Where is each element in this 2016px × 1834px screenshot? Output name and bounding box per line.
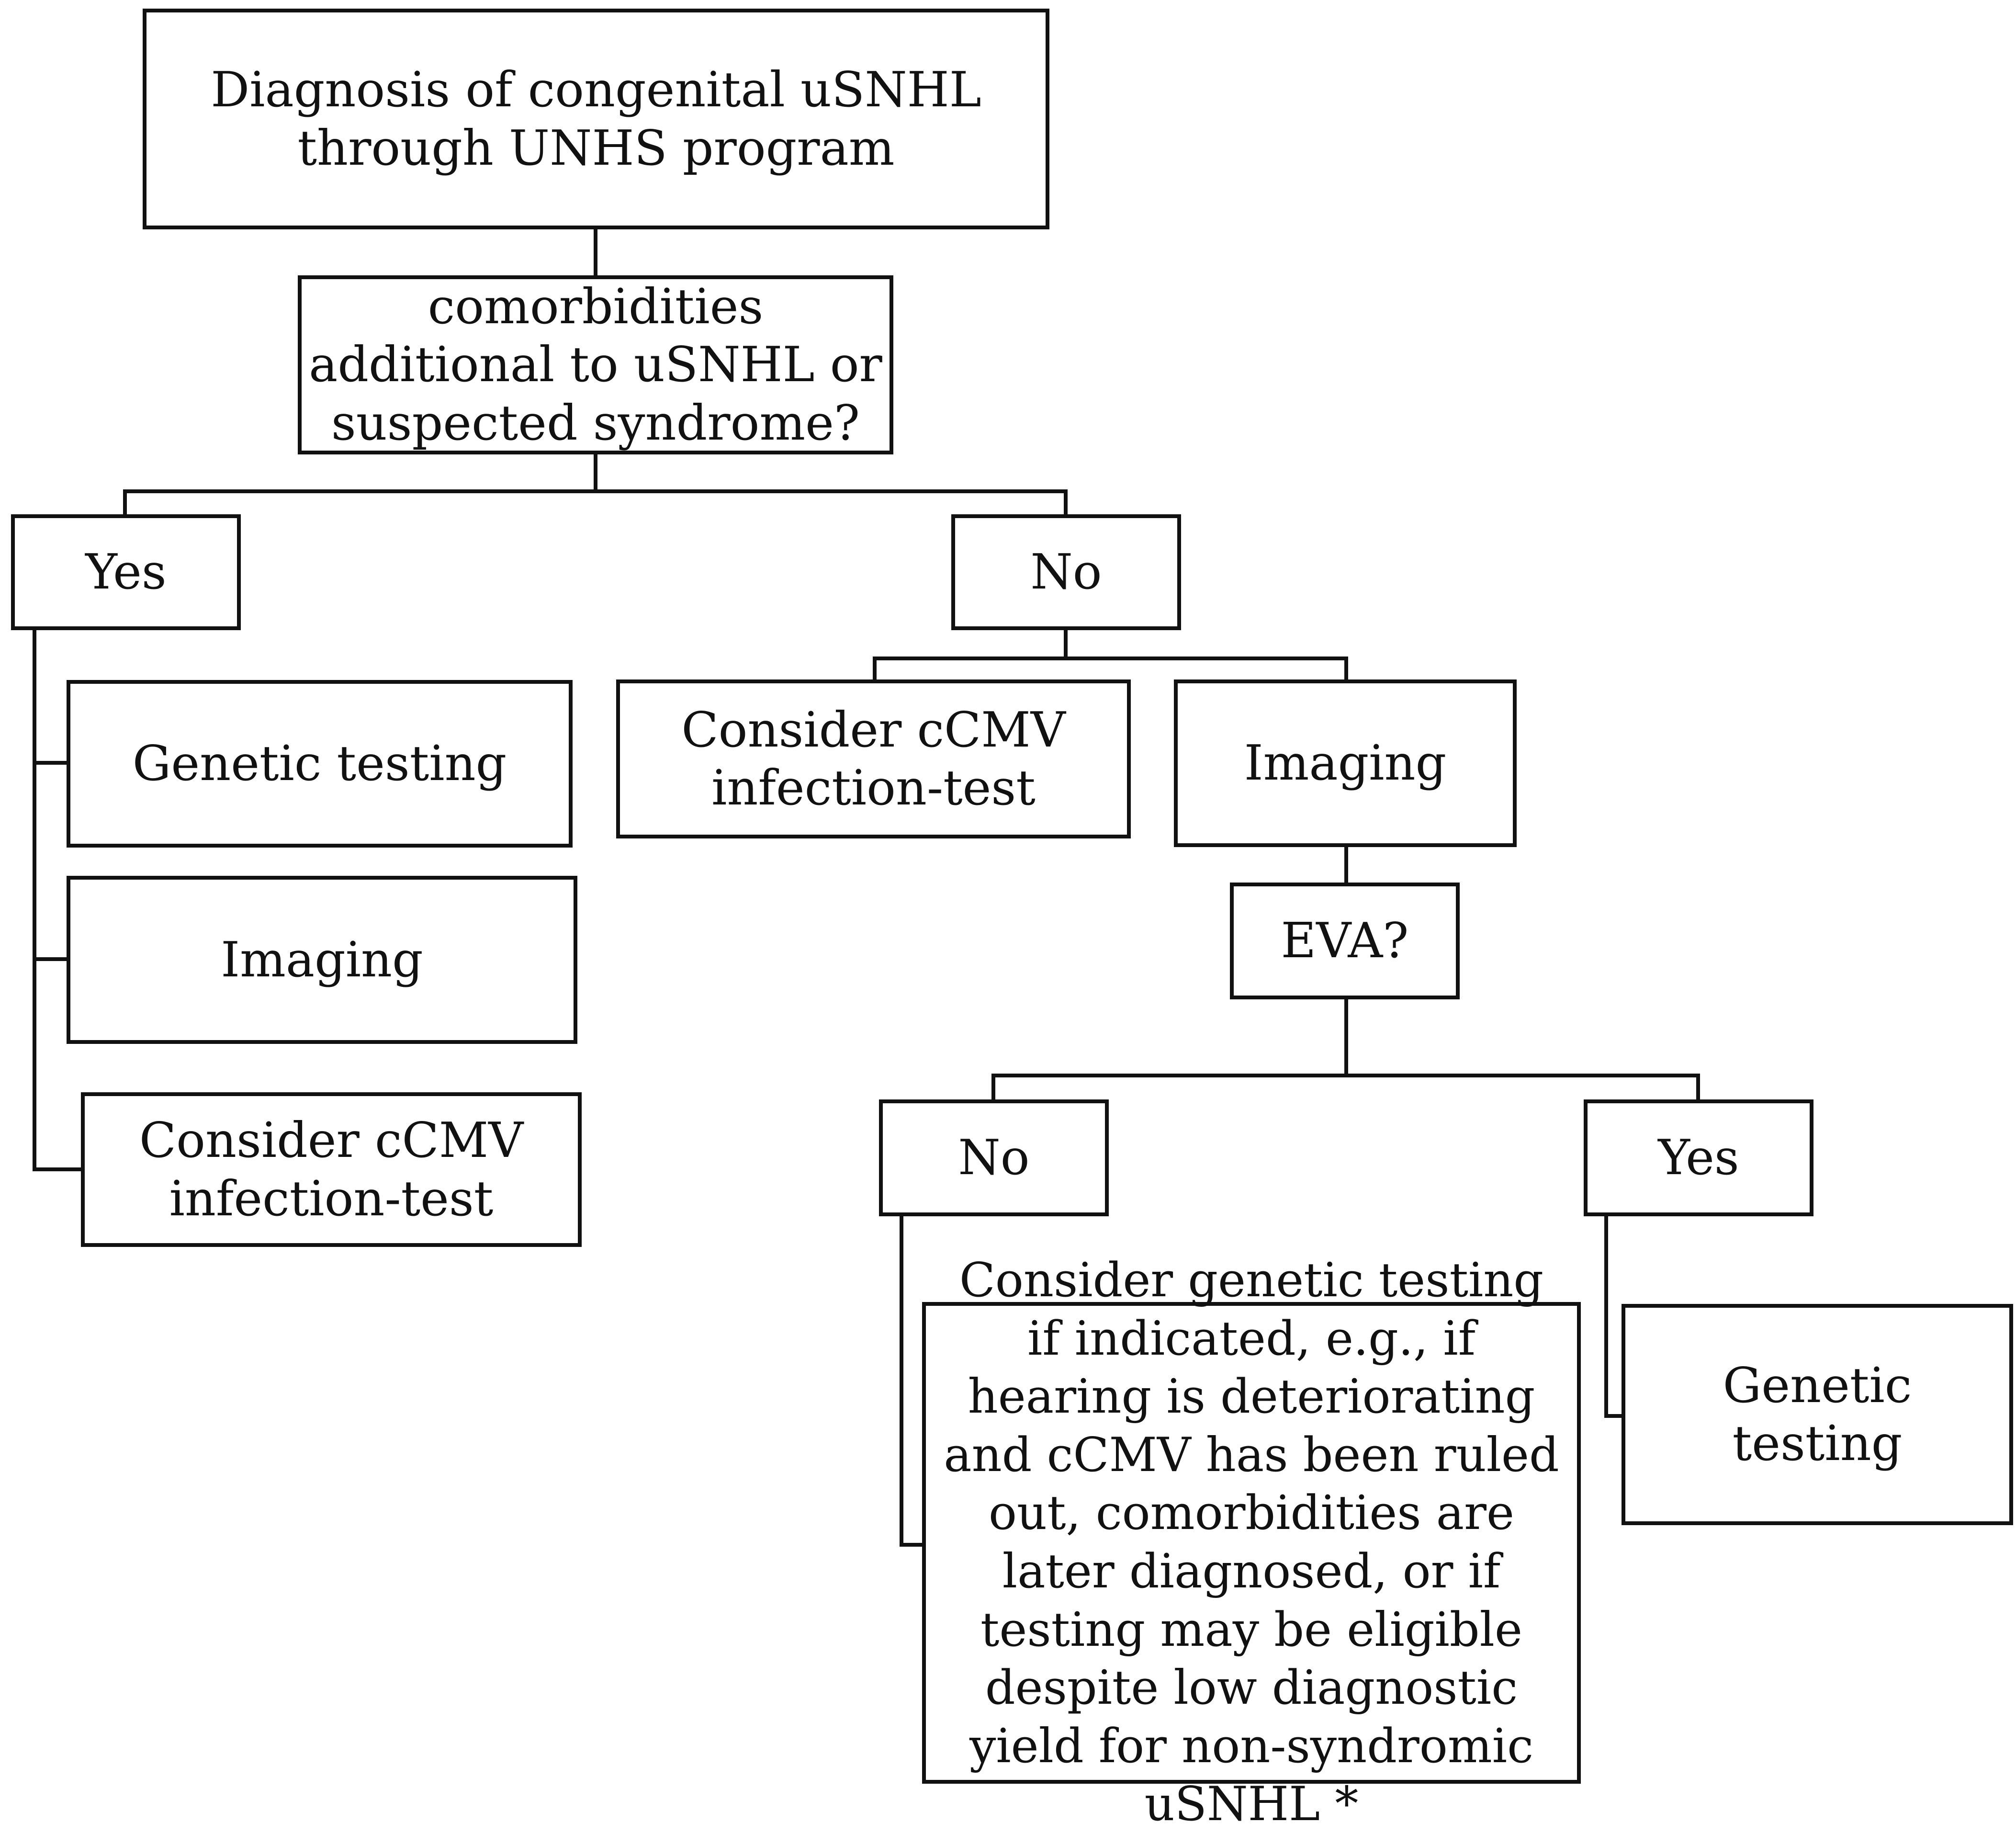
- yes-cmv-test-box: Consider cCMV infection-test: [81, 1092, 582, 1247]
- eva-no-outcome-box: Consider genetic testing if indicated, e…: [922, 1253, 1581, 1832]
- eva-question-text: EVA?: [1281, 912, 1409, 969]
- connector-lines: [33, 226, 1700, 1547]
- comorbidity-question-text: comorbidities additional to uSNHL or sus…: [309, 278, 882, 451]
- eva-question-box: EVA?: [1230, 883, 1460, 999]
- yes-genetic-testing-box: Genetic testing: [67, 680, 573, 848]
- yes-branch-box: Yes: [11, 514, 241, 630]
- no-branch-label: No: [1030, 543, 1102, 600]
- eva-yes-box: Yes: [1584, 1099, 1813, 1216]
- eva-no-label: No: [958, 1129, 1030, 1186]
- eva-yes-label: Yes: [1658, 1129, 1739, 1186]
- eva-yes-outcome-text: Genetic testing: [1723, 1357, 1912, 1472]
- root-diagnosis-text: Diagnosis of congenital uSNHL through UN…: [211, 61, 981, 176]
- eva-no-outcome-text: Consider genetic testing if indicated, e…: [944, 1253, 1559, 1832]
- yes-genetic-testing-text: Genetic testing: [132, 735, 507, 792]
- no-imaging-text: Imaging: [1244, 735, 1447, 792]
- eva-yes-outcome-box: Genetic testing: [1622, 1304, 2013, 1525]
- no-imaging-box: Imaging: [1174, 679, 1517, 847]
- yes-cmv-test-text: Consider cCMV infection-test: [139, 1112, 524, 1227]
- eva-no-box: No: [879, 1099, 1109, 1216]
- yes-branch-label: Yes: [85, 543, 167, 600]
- root-diagnosis-box: Diagnosis of congenital uSNHL through UN…: [143, 9, 1049, 229]
- yes-imaging-text: Imaging: [221, 931, 423, 988]
- no-cmv-test-box: Consider cCMV infection-test: [616, 679, 1131, 838]
- yes-imaging-box: Imaging: [67, 876, 577, 1044]
- no-branch-box: No: [951, 514, 1181, 630]
- no-cmv-test-text: Consider cCMV infection-test: [681, 701, 1066, 816]
- comorbidity-question-box: comorbidities additional to uSNHL or sus…: [298, 275, 893, 454]
